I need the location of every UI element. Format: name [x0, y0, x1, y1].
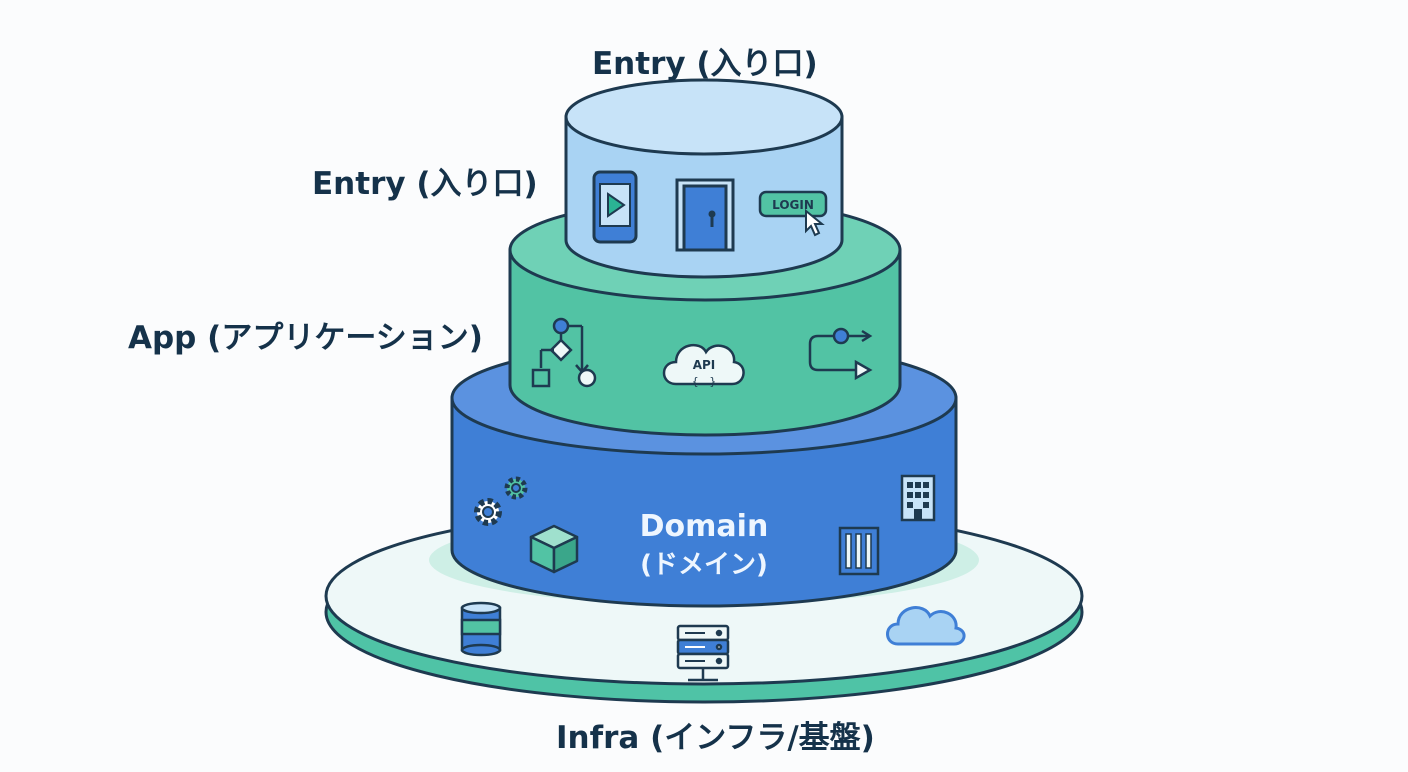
domain-title: Domain	[640, 509, 769, 544]
door-icon	[675, 178, 735, 252]
phone-play-icon	[592, 170, 638, 244]
cursor-icon	[805, 208, 825, 237]
login-button-icon: LOGIN	[758, 190, 828, 237]
cube-icon	[529, 524, 579, 574]
cloud-icon	[886, 606, 966, 646]
server-icon	[676, 624, 730, 682]
database-icon	[460, 601, 502, 657]
columns-icon	[838, 526, 880, 576]
api-braces-text: {...}	[692, 375, 717, 388]
entry-side-label: Entry (入り口)	[312, 166, 538, 202]
gears-icon	[474, 476, 528, 526]
login-button-text: LOGIN	[772, 198, 814, 212]
api-cloud-icon: API {...}	[662, 343, 745, 388]
domain-subtitle: (ドメイン)	[640, 550, 768, 580]
building-icon	[900, 474, 936, 522]
flowchart-icon	[531, 317, 597, 388]
workflow-arrow-icon	[808, 327, 873, 381]
infra-label: Infra (インフラ/基盤)	[556, 720, 875, 756]
app-label: App (アプリケーション)	[128, 320, 483, 356]
api-text: API	[693, 358, 716, 372]
entry-top-label: Entry (入り口)	[592, 46, 818, 82]
